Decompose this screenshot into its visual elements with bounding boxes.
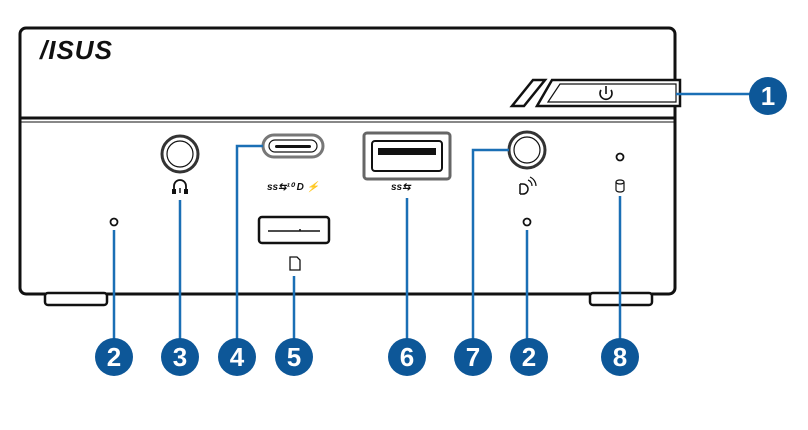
- svg-text:6: 6: [400, 342, 414, 372]
- svg-text:2: 2: [522, 342, 536, 372]
- callout-7: 7: [454, 338, 492, 376]
- usb-c-port[interactable]: [261, 133, 325, 159]
- usb-c-port-label: ss⇆¹⁰ D ⚡: [267, 180, 320, 193]
- callout-1: 1: [749, 77, 787, 115]
- headset-icon: [172, 179, 188, 194]
- power-button[interactable]: [509, 78, 682, 108]
- sensor-receiver: [507, 130, 547, 170]
- svg-text:7: 7: [466, 342, 480, 372]
- callout-8: 8: [601, 338, 639, 376]
- storage-led-icon: [615, 179, 625, 193]
- leader-line-7: [471, 148, 509, 340]
- callout-6: 6: [388, 338, 426, 376]
- svg-text:1: 1: [761, 81, 775, 111]
- callout-5: 5: [275, 338, 313, 376]
- pinhole-left: [109, 217, 119, 227]
- power-icon: [599, 86, 613, 101]
- usb-a-port-label: ss⇆: [391, 182, 412, 193]
- foot-left: [43, 291, 109, 307]
- headset-jack[interactable]: [160, 134, 200, 174]
- brand-logo: /ISUS: [39, 35, 113, 65]
- sd-card-slot[interactable]: [257, 215, 331, 245]
- svg-text:2: 2: [107, 342, 121, 372]
- leader-lines: [112, 92, 752, 340]
- callout-3: 3: [161, 338, 199, 376]
- callout-2-left: 2: [95, 338, 133, 376]
- sensor-icon: [519, 176, 537, 195]
- svg-text:3: 3: [173, 342, 187, 372]
- storage-led: [615, 152, 625, 162]
- leader-line-4: [235, 144, 263, 340]
- sd-card-icon: [289, 256, 301, 271]
- callout-2-right: 2: [510, 338, 548, 376]
- svg-text:4: 4: [230, 342, 245, 372]
- callout-4: 4: [218, 338, 256, 376]
- device-body: [18, 26, 677, 296]
- pinhole-right: [522, 217, 532, 227]
- svg-text:5: 5: [287, 342, 301, 372]
- usb-a-port[interactable]: [362, 131, 452, 181]
- svg-text:8: 8: [613, 342, 627, 372]
